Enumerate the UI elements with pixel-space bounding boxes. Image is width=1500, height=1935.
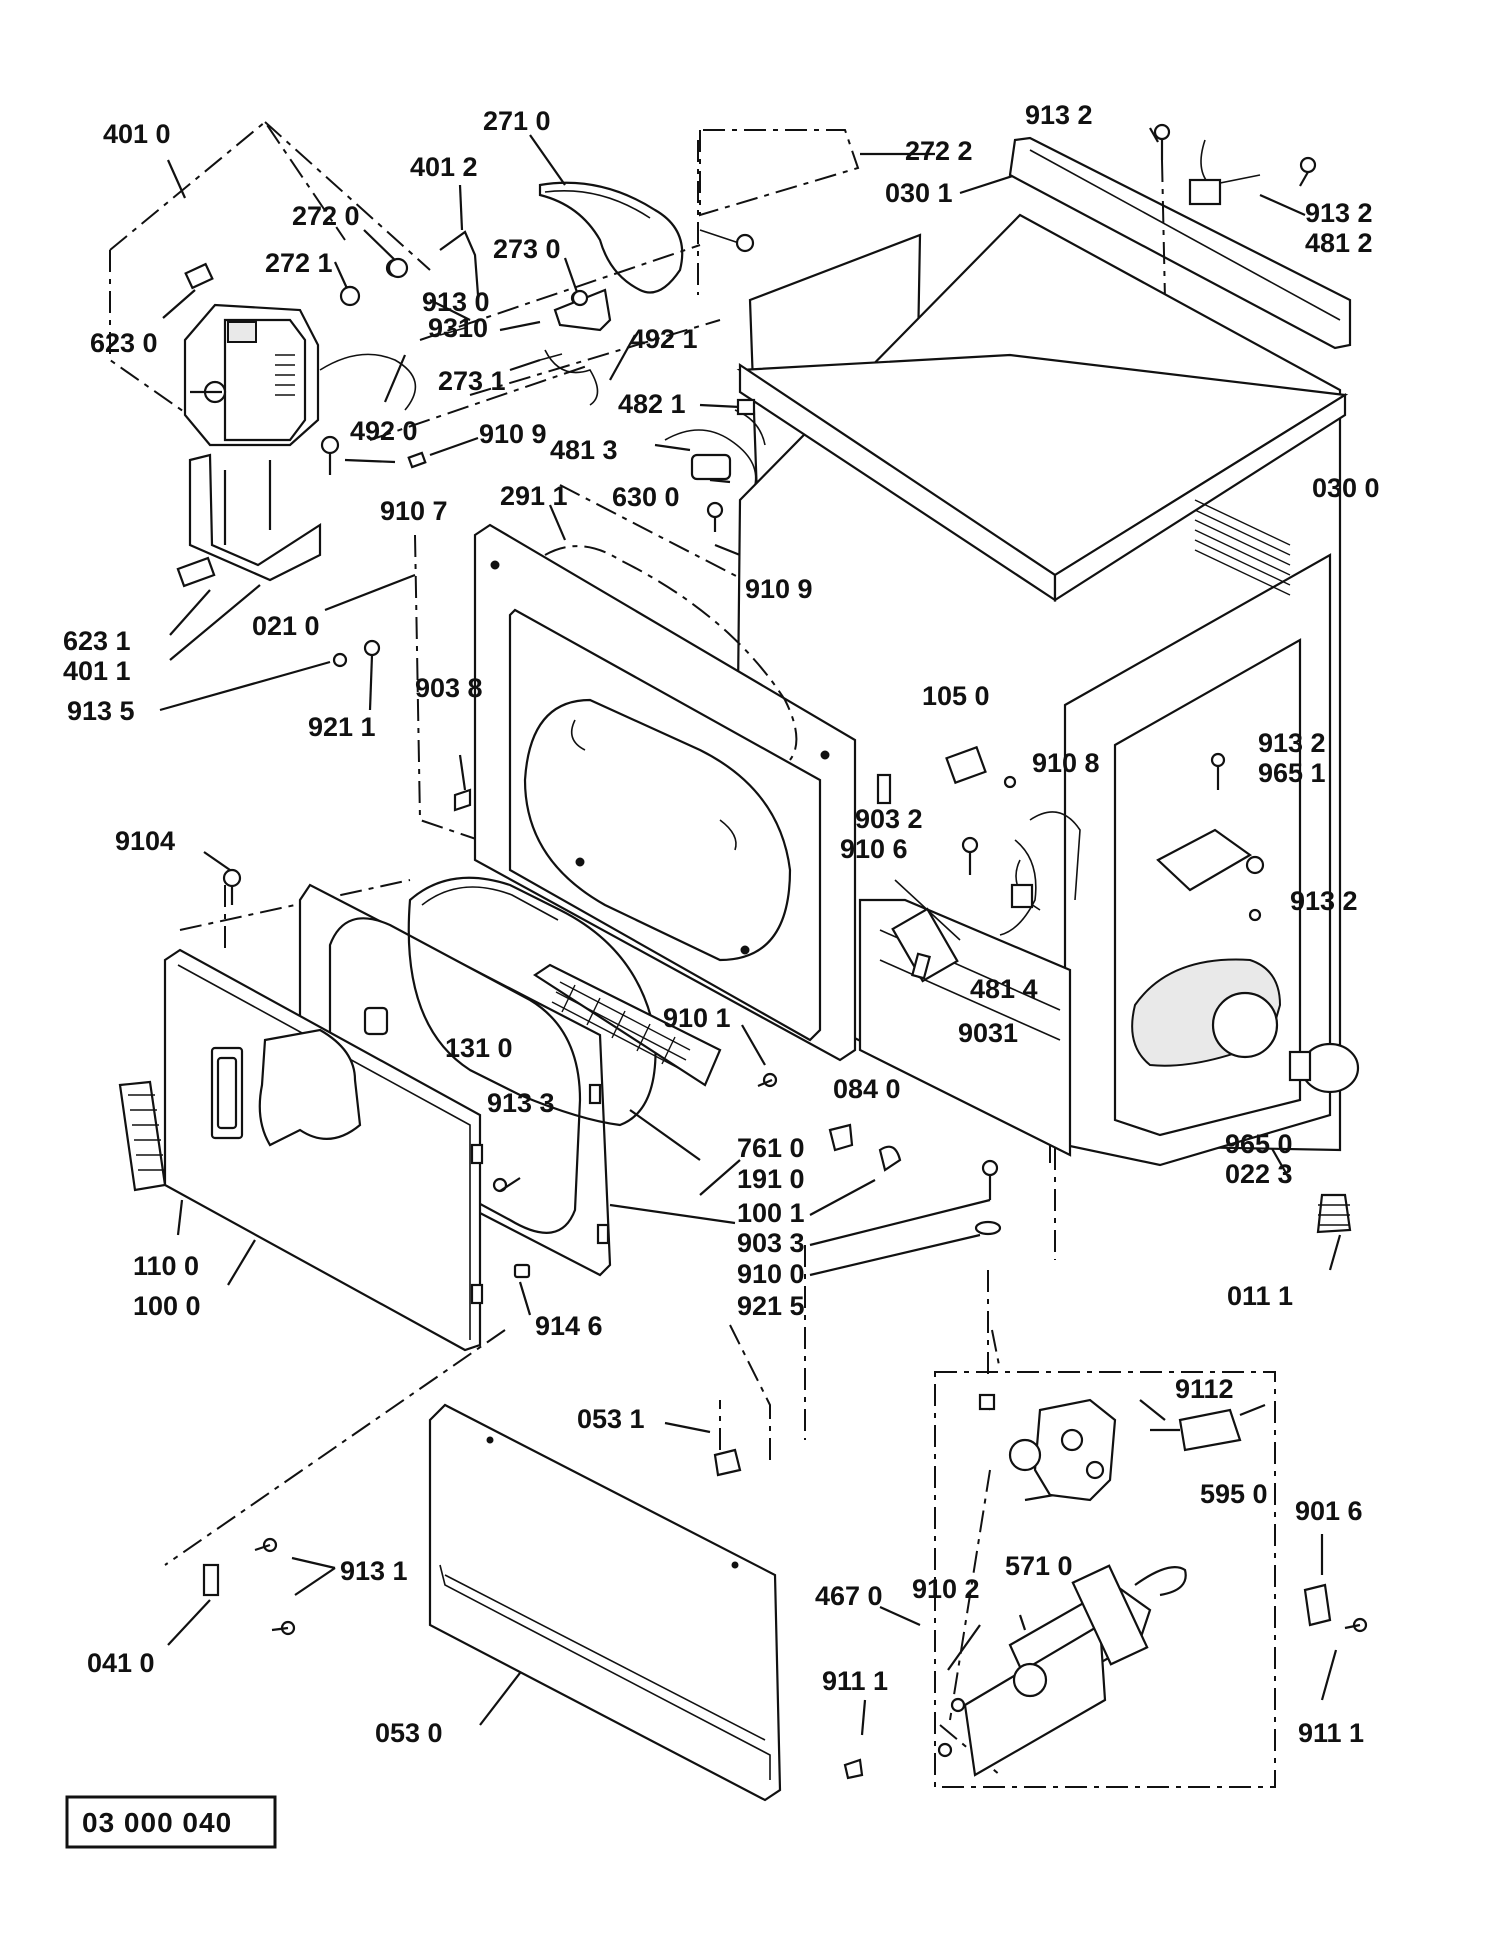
label-492-0: 492 0 — [350, 416, 418, 446]
label-921-1: 921 1 — [308, 712, 376, 742]
label-910-9-mid: 910 9 — [745, 574, 813, 604]
label-965-0: 965 0 — [1225, 1129, 1293, 1159]
diagram-code: 03 000 040 — [82, 1807, 232, 1838]
label-911-1-right: 911 1 — [1298, 1718, 1364, 1748]
thermostat-assembly — [664, 398, 766, 532]
label-913-5: 913 5 — [67, 696, 135, 726]
label-021-0: 021 0 — [252, 611, 320, 641]
label-401-2: 401 2 — [410, 152, 478, 182]
toe-kick-panel — [428, 1403, 782, 1802]
part-number-labels: 401 0 271 0 913 2 401 2 272 2 030 1 272 … — [63, 100, 1380, 1748]
drive-belt — [538, 181, 684, 294]
label-913-0: 913 0 — [422, 287, 490, 317]
label-100-1: 100 1 — [737, 1198, 805, 1228]
label-467-0: 467 0 — [815, 1581, 883, 1611]
diagram-code-box: 03 000 040 — [65, 1795, 277, 1849]
label-011-1: 011 1 — [1227, 1281, 1293, 1311]
label-481-4: 481 4 — [970, 974, 1038, 1004]
label-913-1: 913 1 — [340, 1556, 408, 1586]
label-913-2-top: 913 2 — [1025, 100, 1093, 130]
label-595-0: 595 0 — [1200, 1479, 1268, 1509]
top-rear-strip — [1008, 136, 1352, 350]
label-492-1: 492 1 — [630, 324, 698, 354]
label-901-6: 901 6 — [1295, 1496, 1363, 1526]
label-913-3: 913 3 — [487, 1088, 555, 1118]
label-482-1: 482 1 — [618, 389, 686, 419]
gas-burner-assembly — [934, 1371, 1276, 1788]
label-291-1: 291 1 — [500, 481, 568, 511]
label-9112: 9112 — [1175, 1374, 1234, 1404]
label-022-3: 022 3 — [1225, 1159, 1293, 1189]
label-911-1-left: 911 1 — [822, 1666, 888, 1696]
label-910-9-top: 910 9 — [479, 419, 547, 449]
label-910-7: 910 7 — [380, 496, 448, 526]
label-100-0: 100 0 — [133, 1291, 201, 1321]
label-401-0: 401 0 — [103, 119, 171, 149]
label-481-3: 481 3 — [550, 435, 618, 465]
label-041-0: 041 0 — [87, 1648, 155, 1678]
label-903-3: 903 3 — [737, 1228, 805, 1258]
label-623-1: 623 1 — [63, 626, 131, 656]
label-272-2: 272 2 — [905, 136, 973, 166]
label-131-0: 131 0 — [445, 1033, 513, 1063]
drive-motor-assembly — [176, 230, 599, 588]
label-913-2-strap: 913 2 — [1305, 198, 1373, 228]
label-9031: 9031 — [958, 1018, 1018, 1048]
label-272-0: 272 0 — [292, 201, 360, 231]
label-481-2: 481 2 — [1305, 228, 1373, 258]
label-761-0: 761 0 — [737, 1133, 805, 1163]
label-903-2: 903 2 — [855, 804, 923, 834]
label-053-0: 053 0 — [375, 1718, 443, 1748]
label-084-0: 084 0 — [833, 1074, 901, 1104]
label-273-1: 273 1 — [438, 366, 506, 396]
outer-front-door — [118, 948, 610, 1352]
label-913-2-right: 913 2 — [1258, 728, 1326, 758]
label-623-0: 623 0 — [90, 328, 158, 358]
label-914-6: 914 6 — [535, 1311, 603, 1341]
label-910-2: 910 2 — [912, 1574, 980, 1604]
label-571-0: 571 0 — [1005, 1551, 1073, 1581]
label-9310: 9310 — [428, 313, 488, 343]
label-110-0: 110 0 — [133, 1251, 199, 1281]
lint-filter — [532, 963, 722, 1087]
label-9104: 9104 — [115, 826, 175, 856]
label-630-0: 630 0 — [612, 482, 680, 512]
label-271-0: 271 0 — [483, 106, 551, 136]
label-191-0: 191 0 — [737, 1164, 805, 1194]
front-bulkhead — [473, 523, 857, 1062]
label-910-6: 910 6 — [840, 834, 908, 864]
label-272-1: 272 1 — [265, 248, 333, 278]
label-965-1: 965 1 — [1258, 758, 1326, 788]
label-910-0: 910 0 — [737, 1259, 805, 1289]
label-030-0: 030 0 — [1312, 473, 1380, 503]
label-913-2-lower: 913 2 — [1290, 886, 1358, 916]
label-401-1: 401 1 — [63, 656, 131, 686]
label-910-1: 910 1 — [663, 1003, 731, 1033]
fastener-hardware — [202, 123, 1368, 1780]
label-273-0: 273 0 — [493, 234, 561, 264]
idler-bracket — [553, 229, 755, 332]
label-921-5: 921 5 — [737, 1291, 805, 1321]
label-030-1: 030 1 — [885, 178, 953, 208]
label-903-8: 903 8 — [415, 673, 483, 703]
label-105-0: 105 0 — [922, 681, 990, 711]
label-053-1: 053 1 — [577, 1404, 645, 1434]
label-910-8: 910 8 — [1032, 748, 1100, 778]
